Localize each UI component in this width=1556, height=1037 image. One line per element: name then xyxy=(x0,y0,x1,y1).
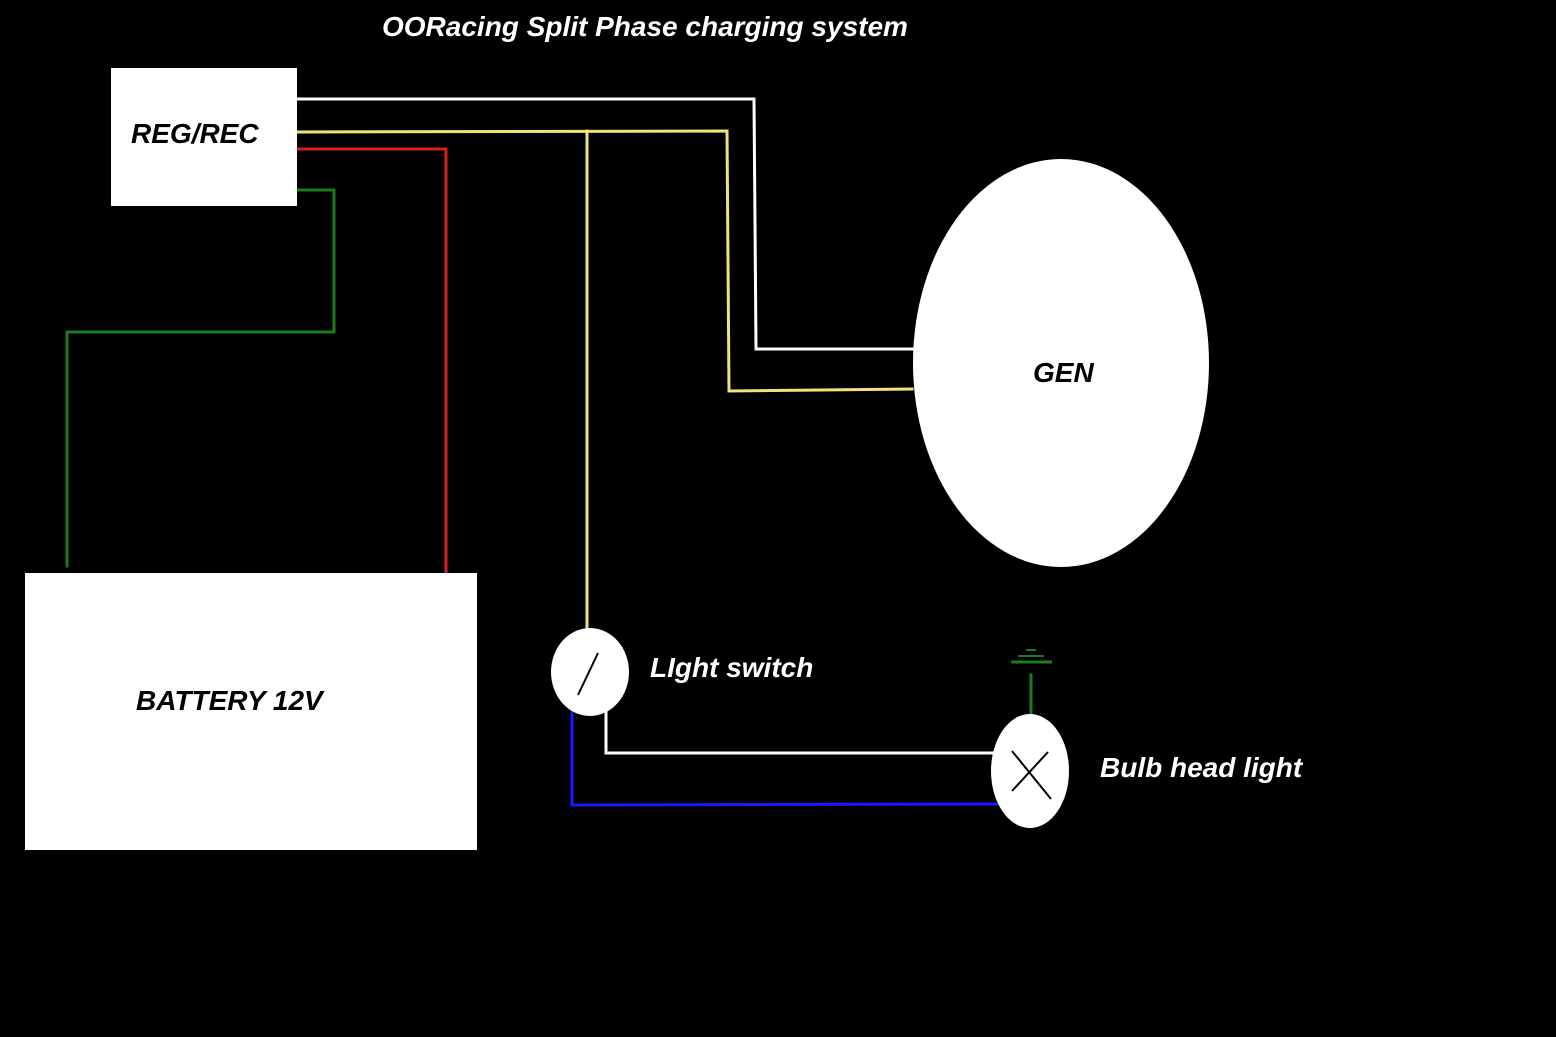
light-switch-label: LIght switch xyxy=(650,652,813,683)
switch-slash-icon xyxy=(577,652,599,696)
battery-label: BATTERY 12V xyxy=(136,685,325,716)
generator-ellipse xyxy=(913,159,1209,567)
generator-label: GEN xyxy=(1033,357,1094,388)
diagram-title: OORacing Split Phase charging system xyxy=(382,11,908,42)
ground-symbol-icon xyxy=(1011,649,1052,664)
bulb-cross-icon xyxy=(1011,750,1052,800)
generator: GEN xyxy=(913,159,1209,567)
wire-yellow xyxy=(296,129,914,393)
light-switch: LIght switch xyxy=(551,628,813,716)
wire-red xyxy=(296,147,448,575)
battery: BATTERY 12V xyxy=(25,573,477,850)
battery-box xyxy=(25,573,477,850)
wire-white xyxy=(296,97,916,351)
regulator-label: REG/REC xyxy=(131,118,259,149)
regulator-rectifier: REG/REC xyxy=(111,68,297,206)
regulator-box xyxy=(111,68,297,206)
bulb-head-light: Bulb head light xyxy=(991,714,1304,828)
wire-green xyxy=(65,188,336,568)
bulb-cross-icon xyxy=(1011,751,1049,792)
wire-blue xyxy=(570,710,1002,807)
bulb-label: Bulb head light xyxy=(1100,752,1304,783)
wire-switch-to-bulb xyxy=(604,710,997,755)
